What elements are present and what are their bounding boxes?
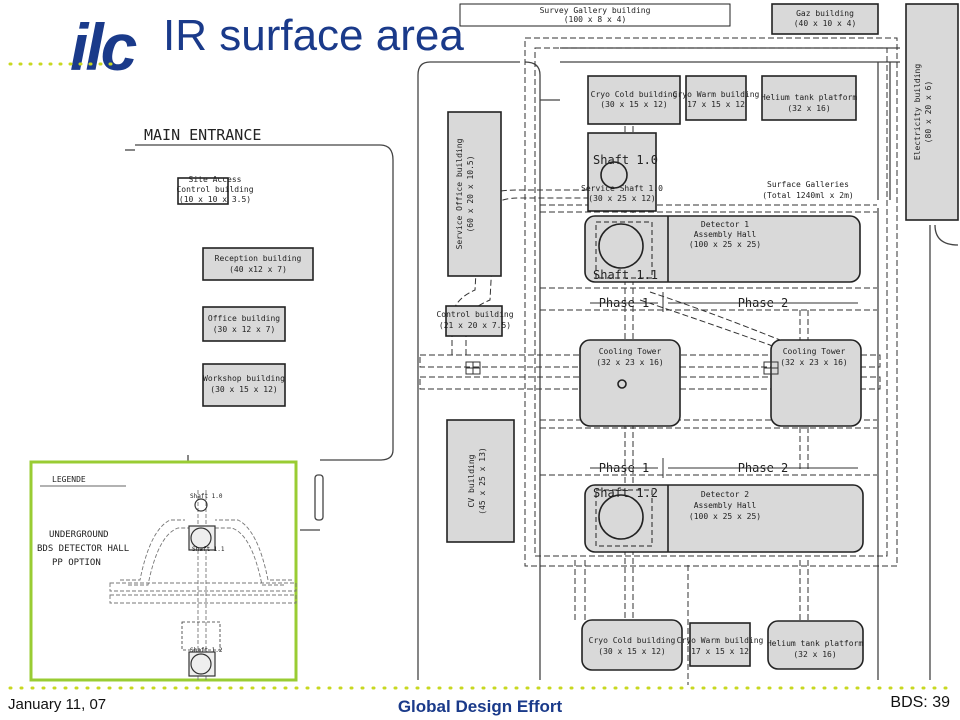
cv-dim: (45 x 25 x 13) bbox=[478, 447, 487, 514]
service-office-dim: (60 x 20 x 10.5) bbox=[466, 155, 475, 232]
survey-gallery-dim: (100 x 8 x 4) bbox=[564, 15, 627, 24]
detector-2-dim: (100 x 25 x 25) bbox=[689, 512, 761, 521]
phase-2-bottom-label: Phase 2 bbox=[738, 461, 789, 475]
cooling-left-dim: (32 x 23 x 16) bbox=[596, 358, 663, 367]
helium-bottom-dim: (32 x 16) bbox=[793, 650, 836, 659]
cryo-warm-top-dim: 17 x 15 x 12 bbox=[687, 100, 745, 109]
surface-galleries-dim: (Total 1240ml x 2m) bbox=[762, 191, 854, 200]
cryo-cold-bottom-label: Cryo Cold building bbox=[589, 636, 676, 645]
inset-shaft-1-1: Shaft 1.1 bbox=[192, 546, 225, 553]
cv-label: CV building bbox=[467, 454, 476, 507]
cryo-cold-building-bottom bbox=[581, 619, 683, 671]
service-shaft-dim: (30 x 25 x 12) bbox=[588, 194, 655, 203]
inset-title-1: UNDERGROUND bbox=[49, 530, 109, 540]
phase-arrows bbox=[590, 292, 858, 478]
cv-building bbox=[446, 419, 515, 543]
detector-2-label: Detector 2 bbox=[701, 490, 749, 499]
helium-top-label: Helium tank platform bbox=[761, 93, 858, 102]
cooling-right-label: Cooling Tower bbox=[783, 347, 846, 356]
gaz-label: Gaz building bbox=[796, 9, 854, 18]
duct-markers bbox=[465, 361, 779, 375]
shaft-1-2-label: Shaft 1.2 bbox=[593, 486, 658, 500]
inset-title-2: BDS DETECTOR HALL bbox=[37, 544, 129, 554]
office-dim: (30 x 12 x 7) bbox=[213, 325, 276, 334]
gaz-dim: (40 x 10 x 4) bbox=[794, 19, 857, 28]
service-shaft-label: Service Shaft 1.0 bbox=[581, 184, 663, 193]
shaft-1-1-label: Shaft 1.1 bbox=[593, 268, 658, 282]
page-title: IR surface area bbox=[163, 11, 464, 60]
footer-title: Global Design Effort bbox=[397, 697, 563, 716]
service-office-label: Service Office building bbox=[455, 138, 464, 249]
cryo-cold-bottom-dim: (30 x 15 x 12) bbox=[598, 647, 665, 656]
inset-shaft-1-2: Shaft 1.2 bbox=[190, 647, 223, 654]
office-building bbox=[202, 306, 286, 342]
helium-tank-platform-top bbox=[761, 75, 857, 121]
service-office-building bbox=[447, 111, 502, 277]
control-dim: (21 x 20 x 7.5) bbox=[439, 321, 511, 330]
shaft-1-0-label: Shaft 1.0 bbox=[593, 153, 658, 167]
cooling-tower-left bbox=[579, 339, 681, 427]
shafts bbox=[595, 161, 669, 552]
cryo-warm-bottom-dim: 17 x 15 x 12 bbox=[691, 647, 749, 656]
reception-label: Reception building bbox=[215, 254, 302, 263]
inset-shaft-1-0: Shaft 1.0 bbox=[190, 493, 223, 500]
detector-1-label-2: Assembly Hall bbox=[694, 230, 757, 239]
cooling-left-label: Cooling Tower bbox=[599, 347, 662, 356]
detector-2-label-2: Assembly Hall bbox=[694, 501, 757, 510]
office-label: Office building bbox=[208, 314, 280, 323]
cryo-cold-top-label: Cryo Cold building bbox=[591, 90, 678, 99]
reception-dim: (40 x12 x 7) bbox=[229, 265, 287, 274]
control-label: Control building bbox=[436, 310, 513, 319]
helium-tank-platform-bottom bbox=[767, 620, 864, 670]
electricity-building bbox=[905, 3, 959, 221]
inset-title-3: PP OPTION bbox=[52, 558, 101, 568]
footer-date: January 11, 07 bbox=[8, 696, 107, 713]
main-entrance-label: MAIN ENTRANCE bbox=[144, 126, 262, 144]
inset-legend: LEGENDE UNDERGROUND BDS DETECTOR HALL PP… bbox=[29, 460, 298, 682]
site-access-label-2: Control building bbox=[176, 185, 253, 194]
reception-building bbox=[202, 247, 314, 281]
helium-bottom-label: Helium tank platform bbox=[767, 639, 864, 648]
cryo-cold-building-top bbox=[587, 75, 681, 125]
buildings bbox=[177, 3, 959, 671]
cooling-right-dim: (32 x 23 x 16) bbox=[780, 358, 847, 367]
detector-2-hall bbox=[584, 484, 864, 553]
gaz-building bbox=[771, 3, 879, 35]
electricity-dim: (80 x 20 x 6) bbox=[924, 81, 933, 144]
electricity-label: Electricity building bbox=[913, 64, 922, 161]
survey-gallery-label: Survey Gallery building bbox=[540, 6, 651, 15]
site-access-label: Site Access bbox=[189, 175, 242, 184]
control-building bbox=[445, 305, 503, 337]
cryo-warm-bottom-label: Cryo Warm building bbox=[677, 636, 764, 645]
cryo-cold-top-dim: (30 x 15 x 12) bbox=[600, 100, 667, 109]
detector-1-hall bbox=[584, 215, 861, 283]
site-access-dim: (10 x 10 x 3.5) bbox=[179, 195, 251, 204]
cryo-warm-building-top bbox=[685, 75, 747, 121]
phase-2-top-label: Phase 2 bbox=[738, 296, 789, 310]
survey-gallery-building bbox=[459, 3, 731, 27]
inset-legend-label: LEGENDE bbox=[52, 475, 86, 484]
cooling-tower-right bbox=[770, 339, 862, 427]
detector-1-label: Detector 1 bbox=[701, 220, 749, 229]
site-access-building bbox=[177, 177, 229, 205]
workshop-label: Workshop building bbox=[203, 374, 285, 383]
phase-1-bottom-label: Phase 1 bbox=[599, 461, 650, 475]
detector-1-dim: (100 x 25 x 25) bbox=[689, 240, 761, 249]
workshop-dim: (30 x 15 x 12) bbox=[210, 385, 277, 394]
cryo-warm-top-label: Cryo Warm building bbox=[673, 90, 760, 99]
surface-galleries-label: Surface Galleries bbox=[767, 180, 849, 189]
footer-page: BDS: 39 bbox=[890, 694, 950, 711]
cryo-warm-building-bottom bbox=[689, 622, 751, 667]
ilc-logo: ilc bbox=[70, 10, 137, 84]
service-shaft-building bbox=[587, 132, 657, 212]
helium-top-dim: (32 x 16) bbox=[787, 104, 830, 113]
phase-1-top-label: Phase 1 bbox=[599, 296, 650, 310]
workshop-building bbox=[202, 363, 286, 407]
